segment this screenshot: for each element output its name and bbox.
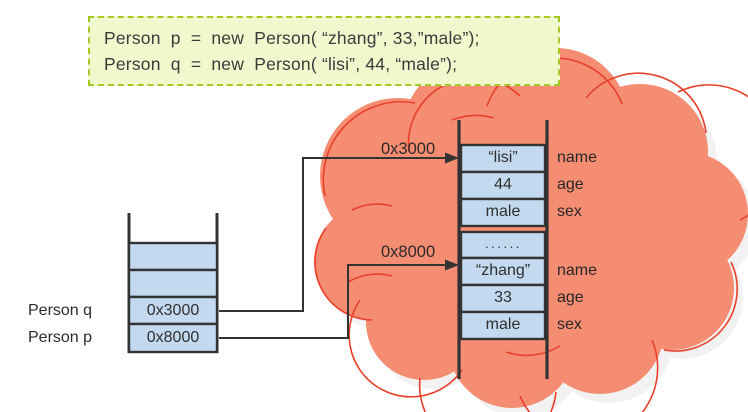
heap-value-zhang-name: “zhang”: [475, 262, 531, 279]
arrow-label-0x3000: 0x3000: [381, 140, 436, 158]
field-label-zhang-sex: sex: [557, 316, 582, 333]
pointer-lines: [219, 157, 449, 339]
heap-value-lisi-name: “lisi”: [488, 149, 518, 166]
field-label-lisi-name: name: [557, 149, 598, 166]
stack-label-person-q: Person q: [28, 302, 93, 319]
heap-value-zhang-age: 33: [494, 289, 512, 306]
heap-value-lisi-sex: male: [485, 203, 521, 220]
stack-label-person-p: Person p: [28, 329, 93, 346]
code-line-1: Person p = new Person( “zhang”, 33,”male…: [104, 28, 480, 48]
stack-value-q: 0x3000: [146, 302, 200, 319]
field-label-lisi-age: age: [557, 176, 584, 193]
heap-value-ellipsis: ······: [484, 238, 522, 254]
pointer-arrowheads: [445, 152, 459, 271]
field-label-zhang-age: age: [557, 289, 584, 306]
field-label-zhang-name: name: [557, 262, 598, 279]
code-snippet-box: Person p = new Person( “zhang”, 33,”male…: [88, 16, 560, 86]
stack-graphic: [127, 213, 219, 354]
arrow-label-0x8000: 0x8000: [381, 243, 436, 261]
heap-value-zhang-sex: male: [485, 316, 521, 333]
heap-cells: [459, 143, 547, 341]
field-label-lisi-sex: sex: [557, 203, 582, 220]
stack-value-p: 0x8000: [146, 329, 200, 346]
heap-object-column: [457, 120, 549, 379]
code-line-2: Person q = new Person( “lisi”, 44, “male…: [104, 54, 458, 74]
heap-value-lisi-age: 44: [494, 176, 512, 193]
